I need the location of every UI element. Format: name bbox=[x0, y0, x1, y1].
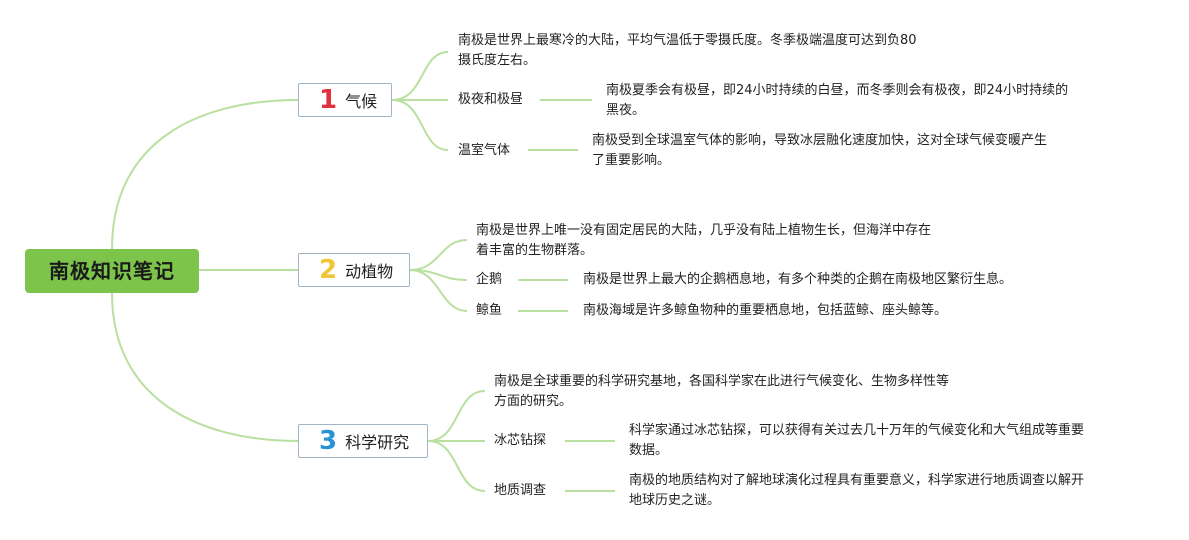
sub-node-geology[interactable]: 地质调查 bbox=[494, 483, 547, 498]
topic-3-to-sub-2-line bbox=[427, 440, 486, 492]
topic-label: 科学研究 bbox=[345, 433, 410, 452]
root-node[interactable]: 南极知识笔记 bbox=[25, 249, 199, 293]
sub-node-ice-core[interactable]: 冰芯钻探 bbox=[494, 433, 547, 448]
topic-2-summary: 南极是世界上唯一没有固定居民的大陆，几乎没有陆上植物生长，但海洋中存在 着丰富的… bbox=[476, 223, 932, 258]
sub-1-2-detail: 南极受到全球温室气体的影响，导致冰层融化速度加快，这对全球气候变暖产生 了重要影… bbox=[592, 133, 1048, 168]
topic-label: 气候 bbox=[345, 92, 378, 111]
topic-2-to-sub-2-line bbox=[409, 269, 468, 312]
topic-2-to-summary-line bbox=[409, 239, 468, 271]
sub-3-1-detail: 科学家通过冰芯钻探，可以获得有关过去几十万年的气候变化和大气组成等重要 数据。 bbox=[629, 423, 1085, 458]
sub-2-1-detail: 南极是世界上最大的企鹅栖息地，有多个种类的企鹅在南极地区繁衍生息。 bbox=[583, 272, 1013, 287]
sub-node-penguin[interactable]: 企鹅 bbox=[476, 272, 503, 287]
topic-3-summary: 南极是全球重要的科学研究基地，各国科学家在此进行气候变化、生物多样性等 方面的研… bbox=[494, 374, 950, 409]
topic-number: 3 bbox=[319, 426, 338, 456]
sub-3-2-detail: 南极的地质结构对了解地球演化过程具有重要意义，科学家进行地质调查以解开 地球历史… bbox=[629, 473, 1085, 508]
sub-node-polar-day-night[interactable]: 极夜和极昼 bbox=[458, 92, 524, 107]
topic-node-flora-fauna[interactable]: 2 动植物 bbox=[298, 253, 410, 287]
topic-1-summary: 南极是世界上最寒冷的大陆，平均气温低于零摄氏度。冬季极端温度可达到负80 摄氏度… bbox=[458, 33, 917, 68]
topic-3-to-summary-line bbox=[427, 390, 486, 442]
topic-node-research[interactable]: 3 科学研究 bbox=[298, 424, 428, 458]
sub-node-whale[interactable]: 鲸鱼 bbox=[476, 303, 503, 318]
topic-label: 动植物 bbox=[345, 262, 394, 281]
sub-2-2-detail: 南极海域是许多鲸鱼物种的重要栖息地，包括蓝鲸、座头鲸等。 bbox=[583, 303, 948, 318]
sub-1-1-detail: 南极夏季会有极昼，即24小时持续的白昼，而冬季则会有极夜，即24小时持续的 黑夜… bbox=[606, 83, 1069, 118]
topic-number: 1 bbox=[319, 85, 338, 115]
topic-number: 2 bbox=[319, 255, 338, 285]
sub-node-greenhouse-gas[interactable]: 温室气体 bbox=[458, 143, 511, 158]
topic-1-to-sub-2-line bbox=[391, 99, 449, 151]
topic-1-to-summary-line bbox=[391, 51, 449, 101]
root-to-topic-3-line bbox=[111, 292, 299, 442]
topic-node-climate[interactable]: 1 气候 bbox=[298, 83, 392, 117]
root-to-topic-1-line bbox=[111, 99, 299, 250]
